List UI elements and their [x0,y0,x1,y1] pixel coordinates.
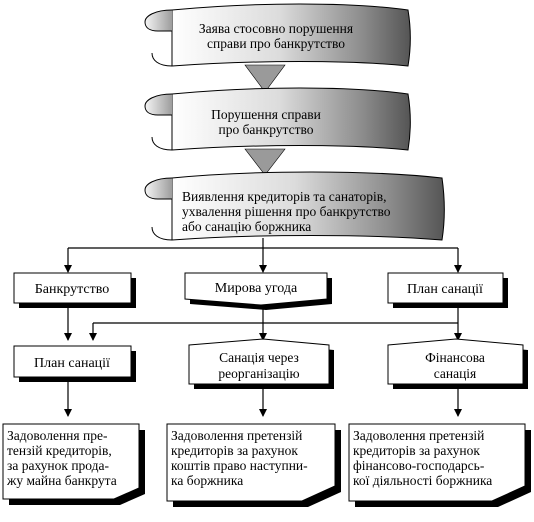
level1-label-settlement: Мирова угода [215,281,298,296]
level2-label-reorg-2: реорганізацію [218,366,299,381]
connectors-level-2 [64,306,462,341]
scroll-1-line-1: Заява стосовно порушення [199,21,353,36]
level3-1-line-3: за рахунок прода- [7,458,110,473]
level1-box-settlement: Мирова угода [184,272,332,310]
connectors-level-1 [64,238,462,273]
scroll-2-line-2: про банкрутство [218,122,313,137]
level2-label-rehab-plan: План санації [34,356,110,371]
level2-label-fin-2: санація [434,366,477,381]
level3-2-line-3: коштів право наступни- [171,458,308,473]
level3-1-line-2: тензій кредиторів, [7,443,112,458]
level1-box-rehab-plan: План санації [387,272,508,308]
scroll-3-line-1: Виявлення кредиторів та санаторів, [182,189,387,204]
level2-box-reorganization: Санація через реорганізацію [188,338,334,389]
level1-label-bankruptcy: Банкрутство [35,282,110,297]
level3-1-line-4: жу майна банкрута [6,473,117,488]
level3-3-line-3: фінансово-господарсь- [353,458,485,473]
scroll-3-line-3: або санацію боржника [182,219,311,234]
level2-box-financial-rehab: Фінансова санація [387,338,528,389]
connectors-level-3 [64,380,462,417]
level2-label-fin-1: Фінансова [425,350,485,365]
scroll-step-3: Виявлення кредиторів та санаторів, ухвал… [144,171,445,241]
scroll-3-line-2: ухвалення рішення про банкрутство [182,204,391,219]
level3-2-line-2: кредиторів за рахунок [171,443,298,458]
level3-3-line-1: Задоволення претензій [353,428,484,443]
level3-box-3: Задоволення претензій кредиторів за раху… [348,423,531,507]
flow-triangle-1 [244,64,286,93]
level3-box-1: Задоволення пре- тензій кредиторів, за р… [2,423,145,505]
level3-3-line-2: кредиторів за рахунок [353,443,480,458]
level3-2-line-4: ка боржника [171,473,243,488]
flow-triangle-2 [244,148,286,176]
scroll-2-line-1: Порушення справи [211,107,321,122]
scroll-step-1: Заява стосовно порушення справи про банк… [144,3,411,67]
level3-2-line-1: Задоволення претензій [171,428,302,443]
scroll-1-line-2: справи про банкрутство [207,36,345,51]
level3-box-2: Задоволення претензій кредиторів за раху… [166,423,341,507]
level1-label-rehab-plan: План санації [407,282,483,297]
level3-3-line-4: кої діяльності боржника [353,473,492,488]
level2-box-rehab-plan: План санації [13,345,136,382]
level2-label-reorg-1: Санація через [219,350,299,365]
level1-box-bankruptcy: Банкрутство [13,272,136,308]
scroll-step-2: Порушення справи про банкрутство [144,87,411,151]
level3-1-line-1: Задоволення пре- [7,428,108,443]
